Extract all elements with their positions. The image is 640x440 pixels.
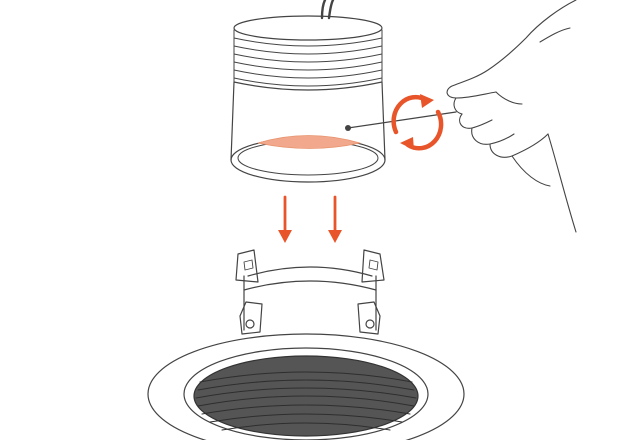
hand-illustration (446, 0, 577, 233)
trim-ring-outer (147, 333, 465, 440)
mount-tab-left (239, 301, 263, 335)
heatsink-fins (233, 29, 383, 87)
light-module (230, 0, 457, 183)
trim-ring-inner (183, 347, 429, 440)
housing-collar (247, 266, 373, 277)
spring-clip-right (361, 249, 385, 283)
module-body (230, 81, 386, 161)
wire (327, 0, 335, 20)
recessed-housing (147, 249, 465, 440)
down-arrow-icon (328, 195, 342, 243)
down-arrow-icon (278, 195, 292, 243)
spring-clip-left (235, 249, 259, 283)
wire (320, 0, 327, 20)
baffle-ridges (195, 371, 417, 431)
mount-tab-right (357, 301, 381, 335)
rotate-arrows-icon (391, 94, 444, 151)
led-lens (257, 135, 361, 149)
module-top-cap (233, 15, 383, 41)
